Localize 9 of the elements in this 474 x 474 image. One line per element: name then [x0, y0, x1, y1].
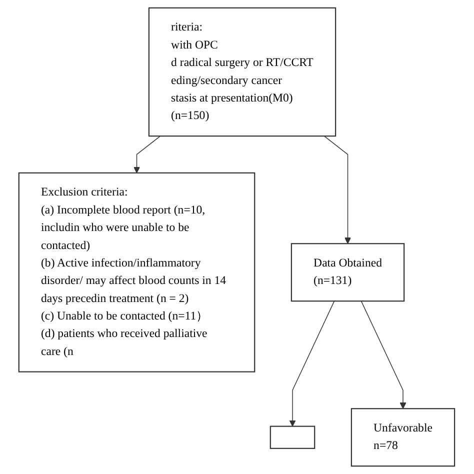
- node-box: Data Obtained (n=131): [291, 243, 405, 302]
- arrow: [134, 136, 161, 174]
- node-box: Exclusion criteria: (a) Incomplete blood report (n=10, includin who were unable to be contacted) (b) Active infection/inflammatory disorder/ may affect blood counts in 14 days precedin treatment (n = 2) (c) Unable to be contacted (n=11） (d) patients who received palliative care (n: [18, 172, 256, 372]
- node-box: [270, 426, 316, 449]
- arrow: [361, 300, 406, 409]
- node-box: riteria: with OPC d radical surgery or RT/CCRT eding/secondary cancer stasis at presentation(M0) (n=150): [148, 7, 336, 137]
- arrow: [324, 136, 352, 244]
- node-box: Unfavorable n=78: [351, 408, 456, 467]
- arrow: [290, 300, 335, 427]
